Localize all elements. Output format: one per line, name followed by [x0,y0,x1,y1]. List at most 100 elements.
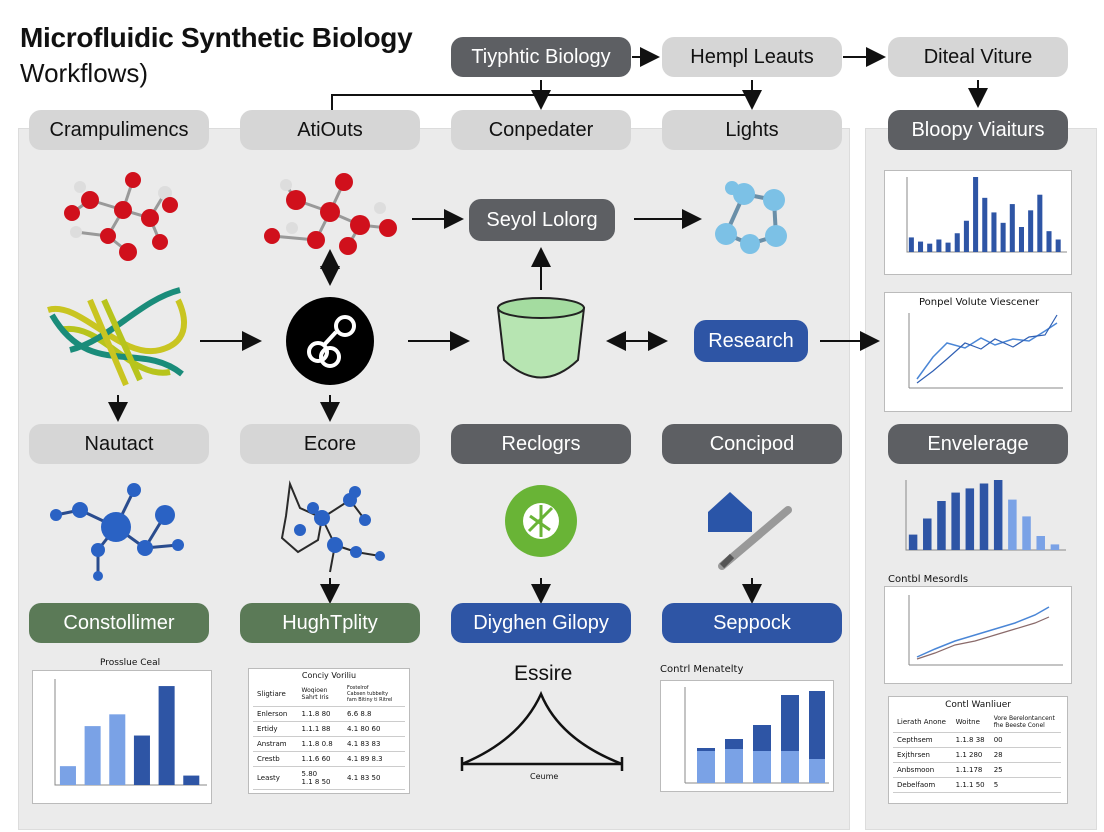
pill-row2-5: Envelerage [888,424,1068,464]
table-cell: 1.1.1 50 [951,777,990,793]
triangle-diagram [460,690,624,771]
chart-top-right [884,170,1072,275]
chart-bar-right [884,472,1070,578]
chart-mid-right: Ponpel Volute Viescener [884,292,1072,412]
table-cell: 1.1.178 [951,762,990,778]
table-bl-header: Woqioen Sahrt Iris [297,682,344,707]
table-cell: 1.1 280 [951,747,990,763]
chart-bar [1046,231,1052,252]
chart-bar [908,237,914,252]
chart-bar [951,492,960,550]
green-ball-icon [505,485,577,557]
table-cell: 4.1 83 50 [343,766,405,790]
chart-bar [1022,516,1031,550]
chart-bar [927,243,933,252]
pill-row1-2: AtiOuts [240,110,420,150]
home-icon [708,492,752,532]
table-cell: Anstram [253,736,298,752]
chart-bar [1036,536,1045,550]
table-cell: Leasty [253,766,298,790]
table-br: Lierath Anone Woitne Vore Berelontancent… [893,712,1061,793]
pill-row1-3: Conpedater [451,110,631,150]
chart-bar [991,212,997,252]
chart-bar [979,483,989,550]
table-br-title: Contl Wanliuer [945,700,1011,710]
table-cell: Anbsmoon [893,762,952,778]
table-cell: 00 [989,732,1061,748]
table-cell: 1.1.8 80 [297,706,344,722]
chart-bar [84,726,101,785]
chart-bar [965,488,975,550]
table-cell: Cepthsem [893,732,952,748]
pill-row2-3: Reclogrs [451,424,631,464]
table-cell: Ertidy [253,721,298,737]
pen-icon [718,506,792,570]
table-br-header: Vore Berelontancent fhe Beeste Conel [989,712,1061,733]
chart-bar [1055,239,1061,252]
chart-bottom-left [32,670,212,804]
essire-title: Essire [514,662,573,685]
page-title: Microfluidic Synthetic Biology [20,22,413,53]
chart-bottom-mid [660,680,834,792]
green-beaker-icon [496,297,586,379]
chart-bar [1000,222,1006,252]
table-bl-title: Conciy Voriliu [301,671,357,680]
table-cell: 4.1 80 60 [343,721,405,737]
table-bl-header: Fostelrof Cabsen tubbelty fam Bitiny ti … [343,682,405,707]
chart-bar [1050,544,1060,550]
chart-bar [963,220,969,252]
chart-line-right [884,586,1072,684]
pill-row1-1: Crampulimencs [29,110,209,150]
table-cell: 6.6 8.8 [343,706,405,722]
chart-bar [908,534,918,550]
chart-bar [109,714,126,785]
table-cell: Enlerson [253,706,298,722]
table-cell: 28 [989,747,1061,763]
chart-bar [158,686,175,785]
protein-ribbon-icon [47,287,187,387]
pill-row2-4: Concipod [662,424,842,464]
table-cell: Debelfaom [893,777,952,793]
pill-row3-1: Constollimer [29,603,209,643]
table-cell: 4.1 83 83 [343,736,405,752]
pill-row2-1: Nautact [29,424,209,464]
table-cell: 1.1.8 0.8 [297,736,344,752]
middle-box: Seyol Lolorg [469,199,615,241]
chart-bar [1037,194,1043,252]
chart-bar [59,766,76,785]
table-cell: 5.80 1.1 8 50 [297,766,344,790]
chart-bar [918,241,924,252]
essire-label: Ceume [530,772,559,781]
pill-top-3: Diteal Viture [888,37,1068,77]
table-cell: 1.1.8 38 [951,732,990,748]
pill-row1-5: Bloopy Viaiturs [888,110,1068,150]
chart-bar [982,197,988,252]
pill-top-2: Hempl Leauts [662,37,842,77]
chart-bar [937,501,946,550]
chart-bl-title: Prosslue Ceal [100,658,161,668]
table-bl: Sligtiare Woqioen Sahrt Iris Fostelrof C… [253,682,405,790]
pill-row3-3: Diyghen Gilopy [451,603,631,643]
table-cell: 1.1.6 60 [297,751,344,767]
table-cell: 25 [989,762,1061,778]
chart-bar [993,480,1003,550]
chart-bar [973,177,979,252]
table-bottom-right: Contl Wanliuer Lierath Anone Woitne Vore… [888,696,1068,804]
chart-bar [923,518,932,550]
chart-bar [133,735,150,785]
table-cell: 5 [989,777,1061,793]
table-bottom-left: Conciy Voriliu Sligtiare Woqioen Sahrt I… [248,668,410,794]
table-cell: Exjthrsen [893,747,952,763]
table-cell: 1.1.1 88 [297,721,344,737]
chart-bar [183,775,200,785]
chart-bar [954,233,960,252]
table-br-header: Woitne [951,712,990,733]
